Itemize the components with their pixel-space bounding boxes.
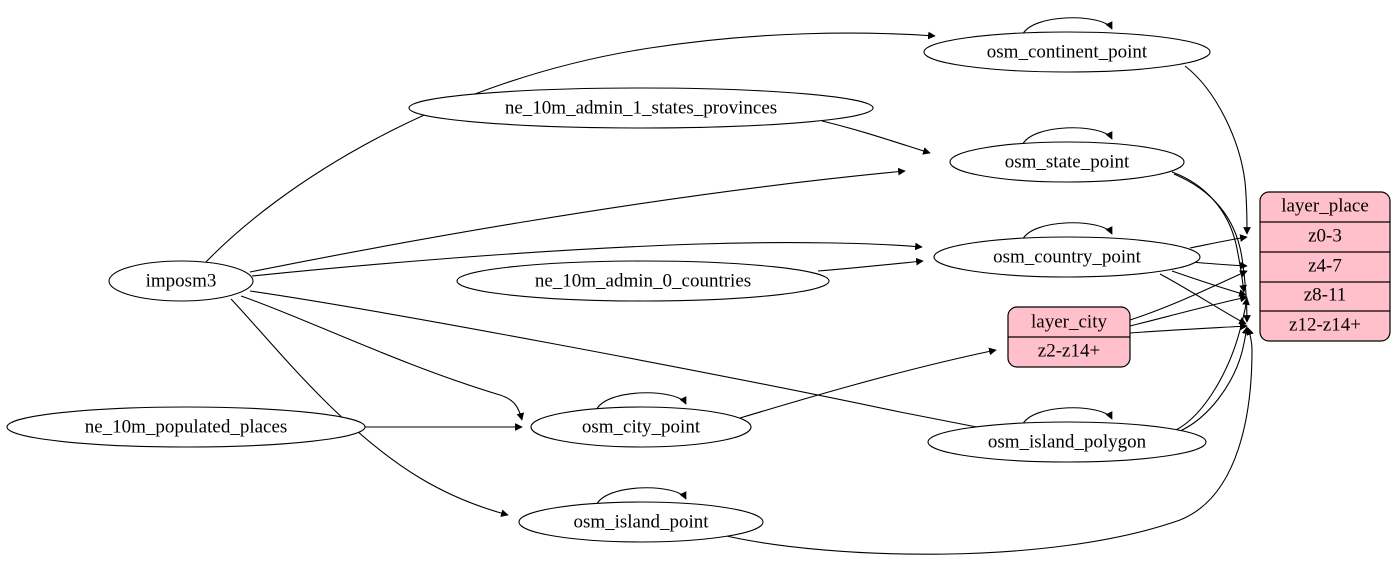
node-layer: imposm3 ne_10m_admin_1_states_provinces … bbox=[6, 31, 1211, 543]
node-ne-countries-label: ne_10m_admin_0_countries bbox=[535, 270, 751, 291]
selfloop-osm_island_point bbox=[595, 487, 687, 507]
edge-layer_city-layer_place-z8-11 bbox=[1129, 294, 1248, 327]
edge-osm_country_point-layer_place-z0-3 bbox=[1189, 234, 1248, 249]
edge-ne_countries-osm_country_point bbox=[817, 257, 924, 272]
node-imposm3-label: imposm3 bbox=[146, 270, 217, 291]
node-osm_island_polygon[interactable]: osm_island_polygon bbox=[927, 421, 1207, 463]
edge-imposm3-osm_island_polygon bbox=[249, 290, 993, 433]
selfloop-osm_state_point bbox=[1021, 127, 1113, 147]
node-osm_continent_point[interactable]: osm_continent_point bbox=[923, 31, 1211, 73]
node-osm_country_point[interactable]: osm_country_point bbox=[933, 236, 1201, 278]
layer-place-title: layer_place bbox=[1281, 195, 1369, 216]
selfloop-osm_city_point bbox=[595, 392, 687, 412]
edge-osm_country_point-layer_place-z8-11 bbox=[1171, 270, 1247, 297]
edge-imposm3-osm_country_point bbox=[251, 242, 923, 277]
node-ne-populated-label: ne_10m_populated_places bbox=[85, 416, 288, 437]
node-osm-continent-point-label: osm_continent_point bbox=[987, 41, 1148, 62]
selfloop-osm_continent_point bbox=[1021, 17, 1113, 37]
edge-osm_country_point-layer_place-z4-7 bbox=[1191, 261, 1248, 270]
node-ne_10m_admin_1_states_provinces[interactable]: ne_10m_admin_1_states_provinces bbox=[408, 87, 874, 129]
node-osm-city-point-label: osm_city_point bbox=[582, 416, 701, 437]
node-ne-states-label: ne_10m_admin_1_states_provinces bbox=[505, 97, 777, 118]
edge-layer bbox=[204, 17, 1254, 555]
node-osm_island_point[interactable]: osm_island_point bbox=[518, 501, 764, 543]
layer-place-row-z0-3[interactable]: z0-3 bbox=[1308, 225, 1342, 246]
edge-imposm3-osm_continent_point bbox=[204, 31, 936, 264]
node-osm-island-point-label: osm_island_point bbox=[573, 511, 709, 532]
layer-city-row-z2-z14[interactable]: z2-z14+ bbox=[1038, 340, 1100, 361]
node-osm_state_point[interactable]: osm_state_point bbox=[949, 141, 1185, 183]
edge-osm_continent_point-layer_place-z0-3 bbox=[1184, 65, 1251, 235]
edge-osm_city_point-layer_city-z2-z14 bbox=[739, 347, 997, 419]
layer-place-node[interactable]: layer_place z0-3 z4-7 z8-11 z12-z14+ bbox=[1259, 191, 1391, 342]
layer-city-node[interactable]: layer_city z2-z14+ bbox=[1007, 306, 1131, 368]
node-osm-island-polygon-label: osm_island_polygon bbox=[988, 431, 1147, 452]
edge-layer_city-layer_place-z4-7 bbox=[1129, 270, 1248, 321]
node-osm_city_point[interactable]: osm_city_point bbox=[530, 406, 752, 448]
edge-osm_island_polygon-layer_place-z8-11 bbox=[1175, 297, 1250, 431]
node-ne_10m_populated_places[interactable]: ne_10m_populated_places bbox=[6, 406, 366, 448]
edge-imposm3-osm_state_point bbox=[249, 167, 906, 273]
selfloop-osm_country_point bbox=[1021, 222, 1113, 242]
selfloop-osm_island_polygon bbox=[1021, 407, 1113, 427]
edge-ne_states-osm_state_point bbox=[821, 120, 931, 155]
edge-imposm3-osm_island_point bbox=[230, 298, 509, 517]
edge-layer_city-layer_place-z12-z14 bbox=[1129, 322, 1248, 334]
layer-city-title: layer_city bbox=[1031, 311, 1107, 332]
edge-osm_island_point-layer_place-z12-z14 bbox=[721, 327, 1254, 555]
layer-place-row-z12-z14[interactable]: z12-z14+ bbox=[1289, 314, 1361, 335]
edge-osm_state_point-layer_place-z8-11 bbox=[1171, 171, 1247, 293]
layer-place-row-z8-11[interactable]: z8-11 bbox=[1304, 284, 1347, 305]
edge-osm_island_polygon-layer_place-z12-z14 bbox=[1177, 326, 1250, 433]
edge-imposm3-osm_city_point bbox=[240, 295, 525, 421]
node-osm-state-point-label: osm_state_point bbox=[1005, 151, 1130, 172]
layer-place-row-z4-7[interactable]: z4-7 bbox=[1308, 255, 1342, 276]
edge-osm_country_point-layer_place-z12-z14 bbox=[1159, 273, 1247, 325]
node-ne_10m_admin_0_countries[interactable]: ne_10m_admin_0_countries bbox=[456, 260, 830, 302]
node-osm-country-point-label: osm_country_point bbox=[993, 246, 1141, 267]
node-imposm3[interactable]: imposm3 bbox=[108, 260, 254, 302]
